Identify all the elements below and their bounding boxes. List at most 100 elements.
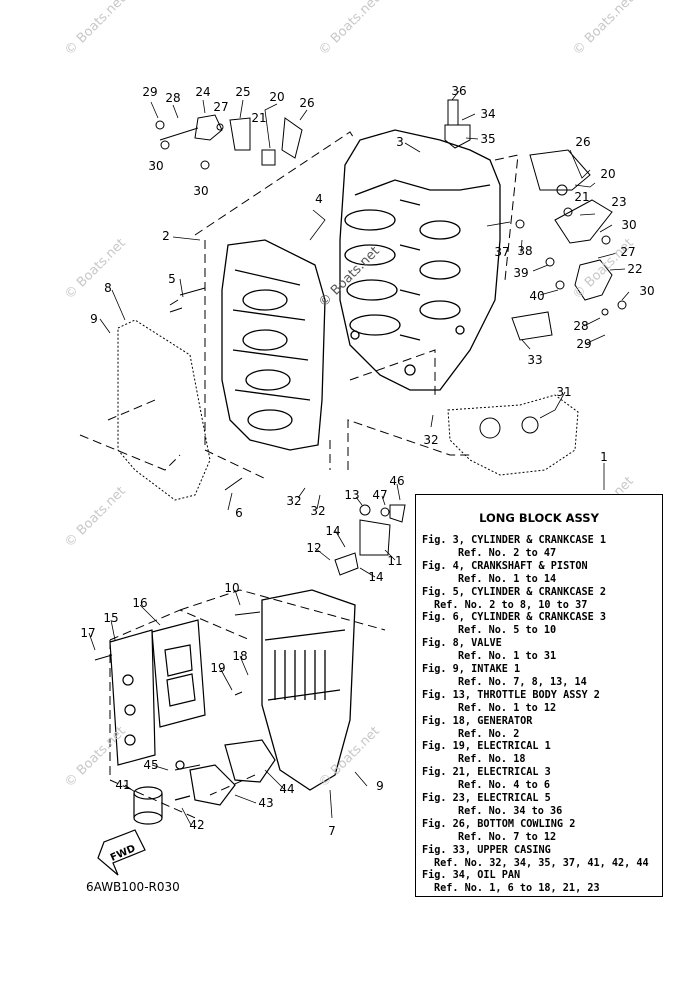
part-callout: 22 <box>627 262 643 276</box>
part-callout: 14 <box>368 570 384 584</box>
part-callout: 16 <box>132 596 148 610</box>
part-callout: 12 <box>306 541 322 555</box>
oil-filter-assembly <box>133 739 276 825</box>
part-callout: 44 <box>279 782 295 796</box>
part-callout: 39 <box>513 266 529 280</box>
right-fittings <box>444 99 627 341</box>
part-callout: 27 <box>620 245 636 259</box>
forward-arrow-shape <box>97 829 146 876</box>
part-callout: 38 <box>517 244 533 258</box>
part-callout: 23 <box>611 195 627 209</box>
reference-title: LONG BLOCK ASSY <box>479 511 599 525</box>
reference-range-line: Ref. No. 1 to 12 <box>458 702 557 714</box>
part-callout: 9 <box>376 779 384 793</box>
part-callout: 2 <box>162 229 170 243</box>
reference-range-line: Ref. No. 4 to 6 <box>458 780 551 792</box>
part-callout: 26 <box>575 135 591 149</box>
part-callout: 18 <box>232 649 248 663</box>
part-callout: 5 <box>168 272 176 286</box>
part-callout: 32 <box>286 494 302 508</box>
leader-lines <box>88 90 630 826</box>
part-callout: 30 <box>639 284 655 298</box>
part-callout: 31 <box>556 385 572 399</box>
diagram-code: 6AWB100-R030 <box>86 880 180 894</box>
part-callout: 15 <box>103 611 119 625</box>
part-callout: 28 <box>165 91 181 105</box>
part-callout: 47 <box>372 488 388 502</box>
reference-figure-line: Fig. 13, THROTTLE BODY ASSY 2 <box>422 689 600 701</box>
exhaust-cover <box>109 619 206 766</box>
reference-range-line: Ref. No. 18 <box>458 754 526 766</box>
part-callout: 30 <box>148 159 164 173</box>
part-callout: 14 <box>325 524 341 538</box>
reference-figure-line: Fig. 26, BOTTOM COWLING 2 <box>422 818 576 830</box>
part-callout: 21 <box>251 111 267 125</box>
part-callout: 3 <box>396 135 404 149</box>
part-callout: 40 <box>529 289 545 303</box>
oil-pan <box>261 589 356 791</box>
part-callout: 36 <box>451 84 467 98</box>
reference-range-line: Ref. No. 32, 34, 35, 37, 41, 42, 44 <box>434 857 649 869</box>
reference-figure-line: Fig. 5, CYLINDER & CRANKCASE 2 <box>422 586 607 598</box>
throttle-fittings <box>334 504 406 576</box>
part-callout: 20 <box>600 167 616 181</box>
part-callout: 21 <box>574 190 590 204</box>
part-callout: 9 <box>90 312 98 326</box>
part-callout: 35 <box>480 132 496 146</box>
reference-range-line: Ref. No. 7 to 12 <box>458 831 557 843</box>
cylinder-head-gasket <box>117 319 211 501</box>
cylinder-head <box>221 239 326 451</box>
reference-figure-line: Fig. 9, INTAKE 1 <box>422 664 521 675</box>
part-callout: 29 <box>576 337 592 351</box>
part-callout: 13 <box>344 488 360 502</box>
part-callout: 27 <box>213 100 229 114</box>
reference-figure-line: Fig. 18, GENERATOR <box>422 715 533 727</box>
reference-figure-line: Fig. 34, OIL PAN <box>422 870 521 882</box>
reference-figure-line: Fig. 21, ELECTRICAL 3 <box>422 767 551 779</box>
reference-range-line: Ref. No. 1 to 31 <box>458 651 557 663</box>
part-callout: 28 <box>573 319 589 333</box>
part-callout: 37 <box>494 245 510 259</box>
reference-range-line: Ref. No. 2 <box>458 728 520 740</box>
part-callout: 20 <box>269 90 285 104</box>
bolts <box>94 287 261 771</box>
part-callout: 29 <box>142 85 158 99</box>
part-callout: 1 <box>600 450 608 464</box>
part-callout: 45 <box>143 758 159 772</box>
part-callout: 19 <box>210 661 226 675</box>
reference-range-line: Ref. No. 7, 8, 13, 14 <box>458 676 587 688</box>
reference-figure-line: Fig. 23, ELECTRICAL 5 <box>422 793 551 804</box>
part-callout: 46 <box>389 474 405 488</box>
part-callout: 33 <box>527 353 543 367</box>
cylinder-block-group-outline <box>79 131 519 481</box>
part-callout: 30 <box>621 218 637 232</box>
part-callout: 8 <box>104 281 112 295</box>
reference-figure-line: Fig. 8, VALVE <box>422 638 502 650</box>
part-callout: 11 <box>387 554 403 568</box>
part-callout: 32 <box>310 504 326 518</box>
reference-range-line: Ref. No. 1, 6 to 18, 21, 23 <box>434 883 600 895</box>
reference-figure-line: Fig. 3, CYLINDER & CRANKCASE 1 <box>422 535 607 546</box>
part-callout: 43 <box>258 796 274 810</box>
reference-figure-line: Fig. 33, UPPER CASING <box>422 844 551 856</box>
part-callout: 32 <box>423 433 439 447</box>
exhaust-cover-group-outline <box>109 589 386 821</box>
part-callout: 41 <box>115 778 131 792</box>
reference-range-line: Ref. No. 2 to 47 <box>458 547 557 559</box>
part-callout: 26 <box>299 96 315 110</box>
part-callout: 10 <box>224 581 240 595</box>
part-callout: 7 <box>328 824 336 838</box>
reference-box: LONG BLOCK ASSY Fig. 3, CYLINDER & CRANK… <box>415 494 663 897</box>
part-callout: 17 <box>80 626 96 640</box>
reference-range-line: Ref. No. 5 to 10 <box>458 625 557 637</box>
part-callout: 30 <box>193 184 209 198</box>
part-callout: 24 <box>195 85 211 99</box>
reference-figure-line: Fig. 4, CRANKSHAFT & PISTON <box>422 560 588 572</box>
reference-range-line: Ref. No. 1 to 14 <box>458 573 557 585</box>
gasket-31 <box>447 394 579 476</box>
part-callout: 34 <box>480 107 496 121</box>
part-callout: 25 <box>235 85 251 99</box>
reference-range-line: Ref. No. 34 to 36 <box>458 805 563 817</box>
reference-figure-line: Fig. 6, CYLINDER & CRANKCASE 3 <box>422 612 607 624</box>
